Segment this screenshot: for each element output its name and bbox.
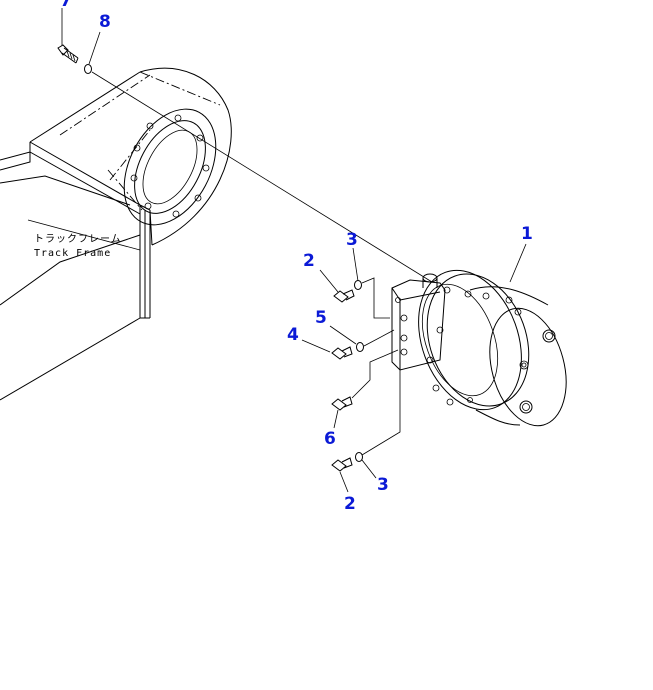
leader-4 [301,339,331,353]
track-frame-label-en: Track Frame [34,248,111,259]
callout-7: 7 [60,0,72,11]
leader-fitting-6 [351,349,399,399]
assembly-axis-line [91,71,433,283]
fitting-4 [331,346,353,360]
leader-6 [333,409,339,429]
leader-3-lower [361,459,377,479]
callout-8: 8 [99,12,111,32]
callout-2-upper: 2 [303,251,315,271]
leader-fitting-upper [361,277,390,319]
o-ring-3-upper [354,280,362,290]
callout-2-lower: 2 [344,494,356,514]
callout-3-upper: 3 [346,230,358,250]
leader-8 [88,31,101,65]
callout-1: 1 [521,224,533,244]
leader-fitting-lower [361,370,401,456]
leader-2-lower [339,471,349,493]
plug-2-upper [333,289,355,303]
leader-5 [329,325,357,345]
washer-8 [84,64,92,74]
travel-motor [391,269,567,427]
bolt-7 [57,44,79,64]
callout-4: 4 [287,325,299,345]
o-ring-3-lower [355,452,363,462]
o-ring-5 [356,342,364,352]
callout-3-lower: 3 [377,475,389,495]
leader-fitting-mid [363,329,395,347]
leader-3-upper [352,247,359,282]
leader-1 [509,243,527,283]
callout-6: 6 [324,429,336,449]
leader-2-upper [319,269,339,293]
callout-5: 5 [315,308,327,328]
track-frame-label-jp: トラックフレーム [34,233,122,245]
plug-2-lower [331,457,353,472]
fitting-6 [331,396,353,411]
track-frame [0,67,232,401]
